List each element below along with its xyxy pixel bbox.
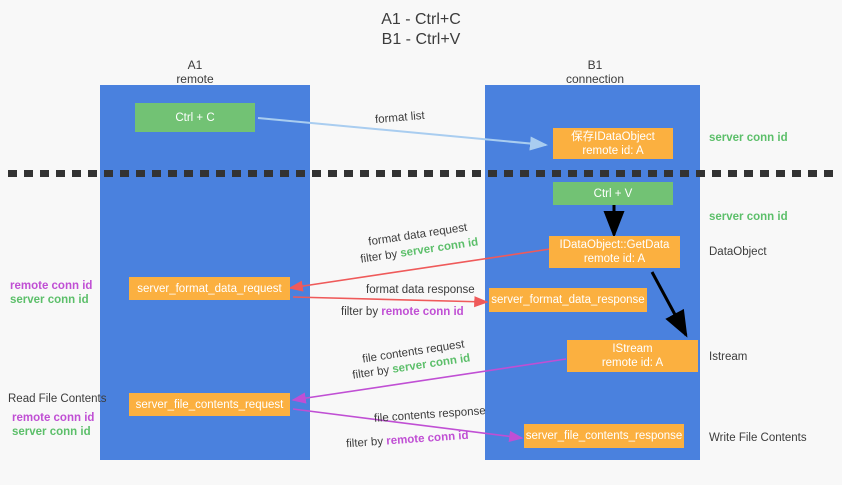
arrow-label-format-list: format list	[374, 109, 426, 127]
box-istream-line1: IStream	[612, 343, 653, 355]
left-label-remote-conn-id-2: remote conn id	[12, 412, 95, 424]
right-label-dataobject: DataObject	[709, 246, 767, 258]
column-header-b1: B1 connection	[520, 58, 670, 86]
box-server-file-contents-response-label: server_file_contents_response	[525, 430, 683, 442]
column-header-b1-sub: connection	[565, 72, 625, 86]
column-header-b1-name: B1	[587, 58, 603, 72]
arrow-label-format-data-response-filter: filter by remote conn id	[341, 305, 464, 320]
box-ctrl-v[interactable]: Ctrl + V	[553, 182, 673, 205]
box-save-idataobject[interactable]: 保存IDataObject remote id: A	[553, 128, 673, 159]
page-title: A1 - Ctrl+C B1 - Ctrl+V	[0, 10, 842, 50]
right-label-istream: Istream	[709, 351, 748, 363]
box-server-file-contents-request[interactable]: server_file_contents_request	[129, 393, 290, 416]
box-ctrl-c[interactable]: Ctrl + C	[135, 103, 255, 132]
phase-divider	[8, 170, 834, 177]
filter-prefix-1: filter by	[359, 247, 402, 266]
box-ctrl-c-label: Ctrl + C	[175, 111, 215, 124]
box-getdata-line1: IDataObject::GetData	[559, 239, 670, 251]
box-save-idataobject-line2: remote id: A	[582, 144, 644, 157]
box-ctrl-v-label: Ctrl + V	[593, 187, 633, 200]
right-label-write-file-contents: Write File Contents	[709, 432, 807, 444]
column-header-a1: A1 remote	[120, 58, 270, 86]
box-istream[interactable]: IStream remote id: A	[567, 340, 698, 372]
filter-prefix-2: filter by	[341, 306, 382, 318]
left-label-read-file-contents: Read File Contents	[8, 393, 107, 405]
filter-value-remote-conn-id-1: remote conn id	[381, 306, 464, 318]
column-header-a1-sub: remote	[176, 72, 214, 86]
box-save-idataobject-line1: 保存IDataObject	[571, 130, 655, 143]
box-server-file-contents-response[interactable]: server_file_contents_response	[524, 424, 684, 448]
box-server-format-data-request-label: server_format_data_request	[137, 282, 282, 295]
arrow-label-file-contents-response: file contents response	[373, 405, 487, 425]
left-label-remote-conn-id-1: remote conn id	[10, 280, 93, 292]
left-label-server-conn-id-2: server conn id	[12, 426, 91, 438]
column-header-a1-name: A1	[187, 58, 203, 72]
box-server-format-data-request[interactable]: server_format_data_request	[129, 277, 290, 300]
left-label-server-conn-id-1: server conn id	[10, 294, 89, 306]
title-line-2: B1 - Ctrl+V	[381, 31, 461, 48]
box-istream-line2: remote id: A	[601, 357, 664, 369]
arrow-label-format-data-response: format data response	[366, 284, 475, 296]
box-server-file-contents-request-label: server_file_contents_request	[135, 398, 284, 411]
right-label-server-conn-id-1: server conn id	[709, 132, 788, 144]
box-server-format-data-response[interactable]: server_format_data_response	[489, 288, 647, 312]
filter-prefix-4: filter by	[345, 435, 387, 451]
filter-value-remote-conn-id-2: remote conn id	[385, 429, 469, 448]
right-label-server-conn-id-2: server conn id	[709, 211, 788, 223]
title-line-1: A1 - Ctrl+C	[381, 11, 461, 28]
arrow-label-file-contents-response-filter: filter by remote conn id	[346, 429, 469, 453]
box-idataobject-getdata[interactable]: IDataObject::GetData remote id: A	[549, 236, 680, 268]
box-getdata-line2: remote id: A	[583, 253, 646, 265]
filter-prefix-3: filter by	[351, 363, 394, 382]
box-server-format-data-response-label: server_format_data_response	[491, 294, 645, 306]
